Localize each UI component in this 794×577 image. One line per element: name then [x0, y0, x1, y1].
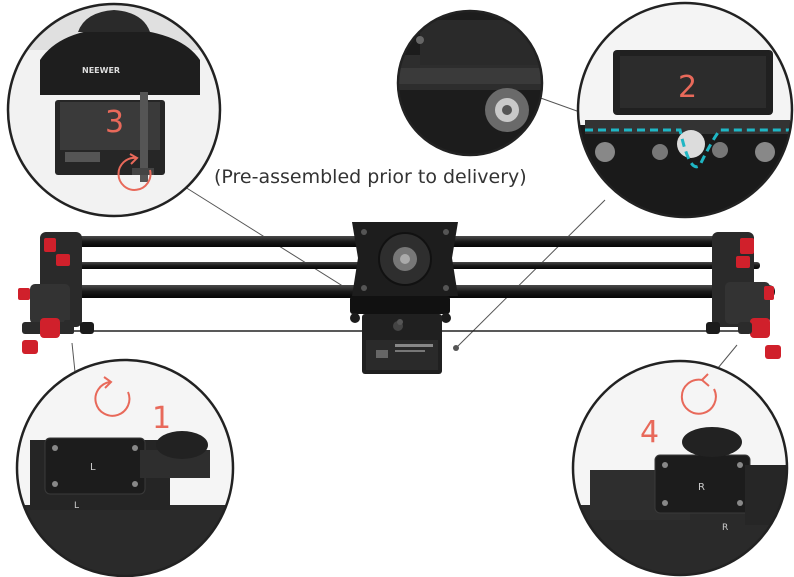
detail-circle-top: [396, 9, 544, 157]
slide-letter-left: L: [90, 462, 96, 473]
slide-letter-right: R: [698, 482, 705, 493]
left-end-block: [18, 232, 94, 354]
step-number-2: 2: [678, 70, 698, 105]
svg-text:L: L: [74, 501, 79, 511]
camera-slider: [18, 222, 781, 374]
step-number-3: 3: [105, 105, 125, 140]
detail-circle-4: R R: [571, 359, 789, 577]
step-number-1: 1: [152, 401, 172, 436]
motor-box: [362, 314, 442, 374]
step-number-4: 4: [640, 415, 660, 450]
carriage-plate: [350, 222, 458, 323]
detail-circle-2: [576, 1, 794, 219]
caption: (Pre-assembled prior to delivery): [214, 166, 527, 188]
svg-text:R: R: [722, 523, 728, 533]
right-end-block: [706, 232, 781, 359]
rotate-arrow-icon: [117, 156, 152, 191]
rotate-arrow-icon: [94, 381, 131, 417]
rotate-arrow-icon: [680, 378, 717, 415]
brand-logo: NEEWER: [82, 66, 120, 75]
detail-circle-1: L L: [15, 358, 235, 577]
